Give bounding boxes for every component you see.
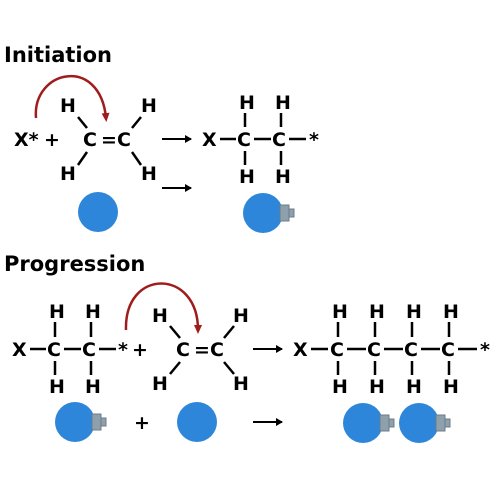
cartoon-plus: + <box>134 412 150 434</box>
monomer-bead <box>55 402 95 442</box>
bond-line <box>131 116 142 129</box>
product-x: X <box>202 129 217 151</box>
monomer-hydrogen: H <box>233 373 249 395</box>
reaction-arrow <box>253 345 283 353</box>
initiation-monomer: C = C H H H H <box>60 95 157 185</box>
initiation-product: X C C * H H H H <box>202 92 319 188</box>
monomer-bead <box>243 193 283 233</box>
connector-plug <box>379 414 390 432</box>
chain-carbon-2: C <box>82 339 96 361</box>
product-hydrogen: H <box>443 376 459 398</box>
connector-plug <box>388 418 395 428</box>
bond-line <box>76 151 89 166</box>
product-radical: * <box>309 129 319 151</box>
monomer-hydrogen: H <box>152 305 168 327</box>
monomer-hydrogen: H <box>141 163 157 185</box>
monomer-hydrogen: H <box>60 163 76 185</box>
monomer-carbon-1: C <box>83 129 97 151</box>
connector-plug <box>444 418 451 428</box>
monomer-hydrogen: H <box>60 95 76 117</box>
progression-plus: + <box>132 339 148 361</box>
monomer-hydrogen: H <box>233 305 249 327</box>
monomer-bead <box>343 403 383 443</box>
product-hydrogen: H <box>239 166 255 188</box>
bond-line <box>77 116 88 129</box>
chain-carbon-1: C <box>47 339 61 361</box>
monomer-double-bond: = <box>194 339 210 361</box>
product-hydrogen: H <box>332 376 348 398</box>
chain-radical: * <box>118 339 128 361</box>
product-radical: * <box>480 339 490 361</box>
activated-bead <box>55 402 107 442</box>
connector-plug <box>435 414 446 432</box>
curly-arrow <box>124 282 202 334</box>
connector-plug <box>91 413 102 431</box>
monomer-carbon-2: C <box>210 339 224 361</box>
monomer-double-bond: = <box>101 129 117 151</box>
product-hydrogen: H <box>443 301 459 323</box>
product-hydrogen: H <box>406 376 422 398</box>
chain-x: X <box>12 339 27 361</box>
progression-monomer: C = C H H H H <box>152 305 249 395</box>
product-hydrogen: H <box>406 301 422 323</box>
monomer-bead <box>177 402 217 442</box>
chain-hydrogen: H <box>85 376 101 398</box>
monomer-carbon-1: C <box>176 339 190 361</box>
chain-hydrogen: H <box>49 301 65 323</box>
reaction-arrow <box>162 184 192 192</box>
monomer-carbon-2: C <box>117 129 131 151</box>
reaction-arrow <box>253 418 283 426</box>
product-carbon: C <box>330 339 344 361</box>
monomer-hydrogen: H <box>152 373 168 395</box>
initiation-plus: + <box>44 129 60 151</box>
reaction-arrow <box>162 135 192 143</box>
monomer-bead <box>399 403 439 443</box>
initiation-title: Initiation <box>4 43 112 67</box>
product-carbon: C <box>404 339 418 361</box>
progression-title: Progression <box>4 252 145 276</box>
product-hydrogen: H <box>369 301 385 323</box>
bond-line <box>169 361 181 375</box>
chain-hydrogen: H <box>85 301 101 323</box>
product-hydrogen: H <box>275 166 291 188</box>
bond-line <box>223 325 235 339</box>
product-x: X <box>293 339 308 361</box>
progression-chain: X C C * H H H H <box>12 301 128 398</box>
activated-bead <box>243 193 295 233</box>
monomer-hydrogen: H <box>141 95 157 117</box>
bond-line <box>130 151 143 166</box>
dimer-beads <box>343 403 451 443</box>
initiator-label: X* <box>14 129 39 151</box>
chain-hydrogen: H <box>49 376 65 398</box>
curly-arrow <box>34 75 110 122</box>
product-carbon-1: C <box>237 129 251 151</box>
product-carbon: C <box>441 339 455 361</box>
bond-line <box>169 325 181 339</box>
progression-product: X C C C C * H H H H H H H H <box>293 301 490 398</box>
product-carbon: C <box>367 339 381 361</box>
bond-line <box>223 361 235 375</box>
product-hydrogen: H <box>275 92 291 114</box>
product-hydrogen: H <box>369 376 385 398</box>
connector-plug <box>288 208 295 218</box>
product-hydrogen: H <box>239 92 255 114</box>
product-hydrogen: H <box>332 301 348 323</box>
product-carbon-2: C <box>272 129 286 151</box>
monomer-bead <box>78 192 118 232</box>
connector-plug <box>279 204 290 222</box>
connector-plug <box>100 417 107 427</box>
